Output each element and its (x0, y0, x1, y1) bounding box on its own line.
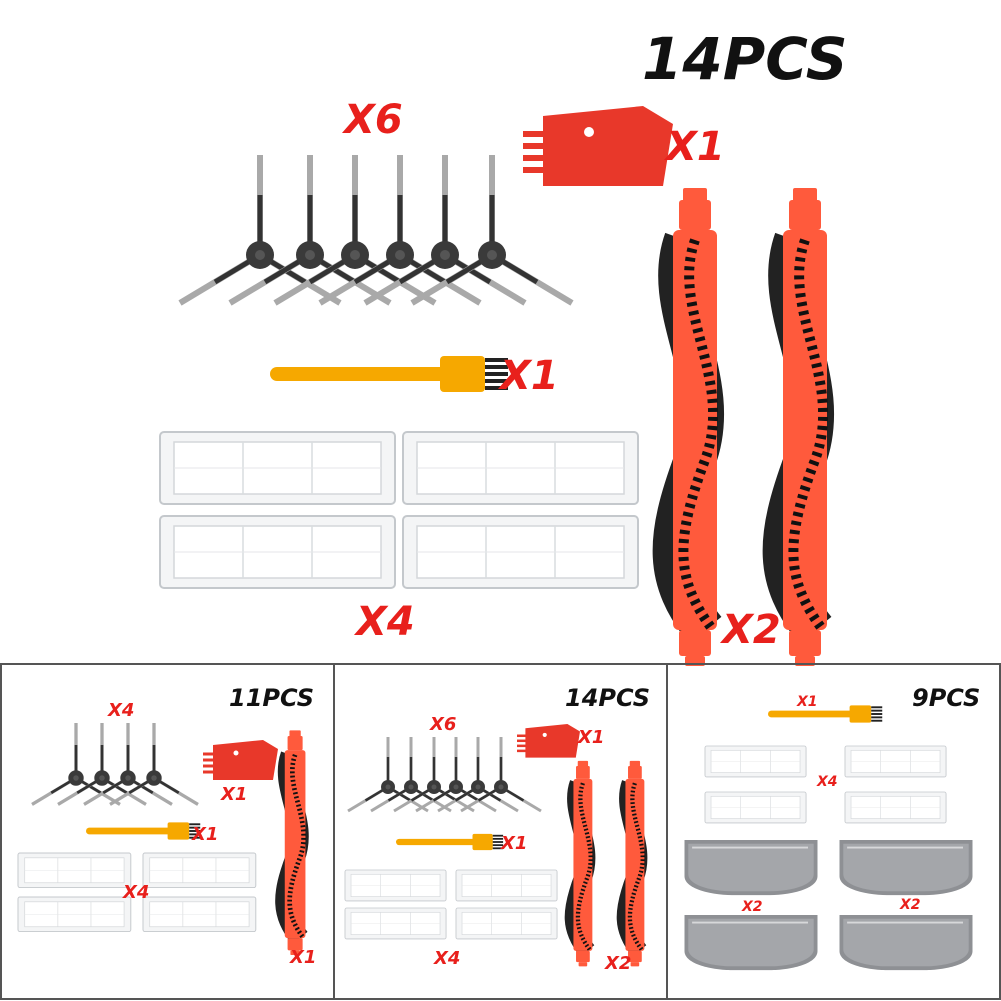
panel-1-side-brushes (30, 721, 200, 807)
panel-2-side-brushes (346, 735, 543, 813)
main-cleaning-tool-qty: X1 (666, 124, 725, 170)
panel-2-red-cleaning-tool (515, 722, 582, 759)
main-yellow-cleaning-brush (268, 354, 510, 394)
panel-3-title: 9PCS (912, 684, 981, 712)
panel-2-title: 14PCS (565, 684, 651, 712)
panel-2-cleaning-brush-qty: X1 (501, 833, 528, 854)
main-cleaning-brush-qty: X1 (500, 353, 559, 399)
panel-2-filters (344, 869, 558, 940)
main-title: 14PCS (642, 25, 848, 93)
panel-2-roller-brush-qty: X2 (605, 953, 632, 974)
panel-1-roller-brush-qty: X1 (290, 947, 317, 968)
panel-1-yellow-cleaning-brush (85, 821, 202, 841)
panel-1-red-cleaning-tool (201, 738, 280, 782)
panel-2-side-brush-qty: X6 (430, 714, 457, 735)
panel-3-mop-qty-right: X2 (900, 897, 921, 913)
panel-3-mop-qty-left: X2 (742, 899, 763, 915)
main-filter-qty: X4 (356, 599, 415, 645)
panel-2-frame (333, 663, 668, 1000)
main-roller-brush-qty: X2 (722, 607, 781, 653)
panel-3-cleaning-brush-qty: X1 (797, 694, 818, 710)
panel-2-cleaning-tool-qty: X1 (578, 727, 605, 748)
panel-1-side-brush-qty: X4 (108, 700, 135, 721)
panel-2-roller-brushes (573, 761, 644, 967)
main-filters (159, 431, 639, 589)
main-side-brushes (180, 155, 572, 303)
main-side-brush-qty: X6 (344, 97, 403, 143)
panel-1-roller-brush (285, 730, 306, 955)
panel-2-filter-qty: X4 (434, 948, 461, 969)
panel-1-title: 11PCS (229, 684, 315, 712)
panel-1-cleaning-brush-qty: X1 (192, 824, 219, 845)
panel-3-mop-pads (683, 839, 974, 972)
panel-3-frame (666, 663, 1001, 1000)
panel-2-yellow-cleaning-brush (395, 833, 505, 851)
panel-1-filter-qty: X4 (123, 882, 150, 903)
panel-1-cleaning-tool-qty: X1 (221, 784, 248, 805)
panel-3-filter-qty: X4 (817, 774, 838, 790)
main-red-cleaning-tool (523, 106, 673, 186)
panel-3-yellow-cleaning-brush (767, 704, 884, 724)
main-roller-brushes (673, 188, 827, 666)
